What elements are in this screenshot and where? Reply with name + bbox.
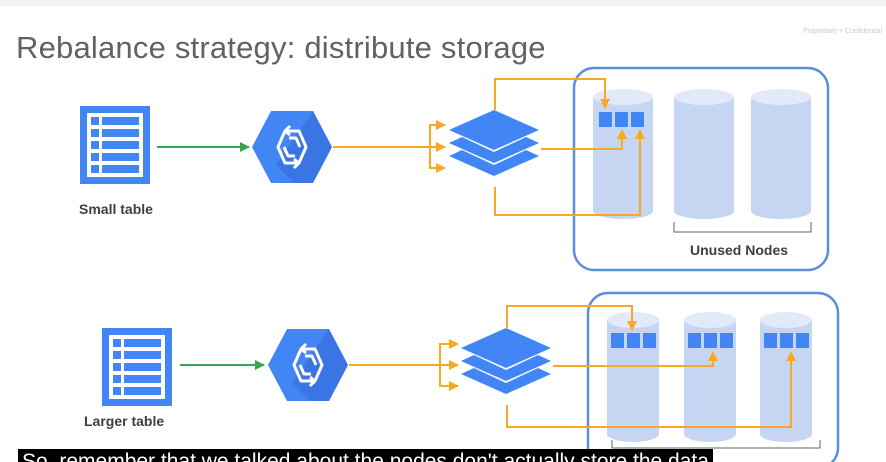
layers-stack-icon <box>449 110 539 176</box>
storage-node-icon <box>607 312 659 442</box>
larger-table-label: Larger table <box>84 413 165 429</box>
tablet-blocks <box>764 333 809 348</box>
layers-stack-icon <box>461 328 551 394</box>
bigtable-hexagon-icon <box>266 327 350 403</box>
unused-bracket <box>673 222 812 233</box>
table-icon <box>102 328 172 406</box>
storage-node-icon <box>684 312 736 442</box>
fanout-arrows <box>414 120 446 173</box>
caption-bar: So, remember that we talked about the no… <box>0 449 886 462</box>
fanout-arrows <box>424 339 459 391</box>
cluster-box <box>572 66 830 272</box>
small-table-label: Small table <box>79 201 153 217</box>
storage-node-icon <box>760 312 812 442</box>
unused-nodes-label: Unused Nodes <box>690 242 789 258</box>
storage-node-icon <box>751 89 811 219</box>
confidential-mark: Proprietary + Confidential <box>802 28 882 35</box>
tablet-blocks <box>611 333 656 348</box>
tablet-blocks <box>599 112 644 127</box>
bottom-row <box>102 291 840 462</box>
distribution-arrows <box>494 78 645 216</box>
node-bracket <box>611 440 821 449</box>
distribution-arrows <box>506 305 796 428</box>
table-icon <box>80 106 150 184</box>
top-border <box>0 0 886 6</box>
tablet-blocks <box>688 333 733 348</box>
cluster-box <box>586 291 840 462</box>
storage-node-icon <box>674 89 734 219</box>
storage-node-icon <box>593 89 653 219</box>
caption-text: So, remember that we talked about the no… <box>18 449 713 462</box>
bigtable-hexagon-icon <box>250 109 334 185</box>
slide-title: Rebalance strategy: distribute storage <box>16 30 546 65</box>
top-row <box>80 66 830 272</box>
